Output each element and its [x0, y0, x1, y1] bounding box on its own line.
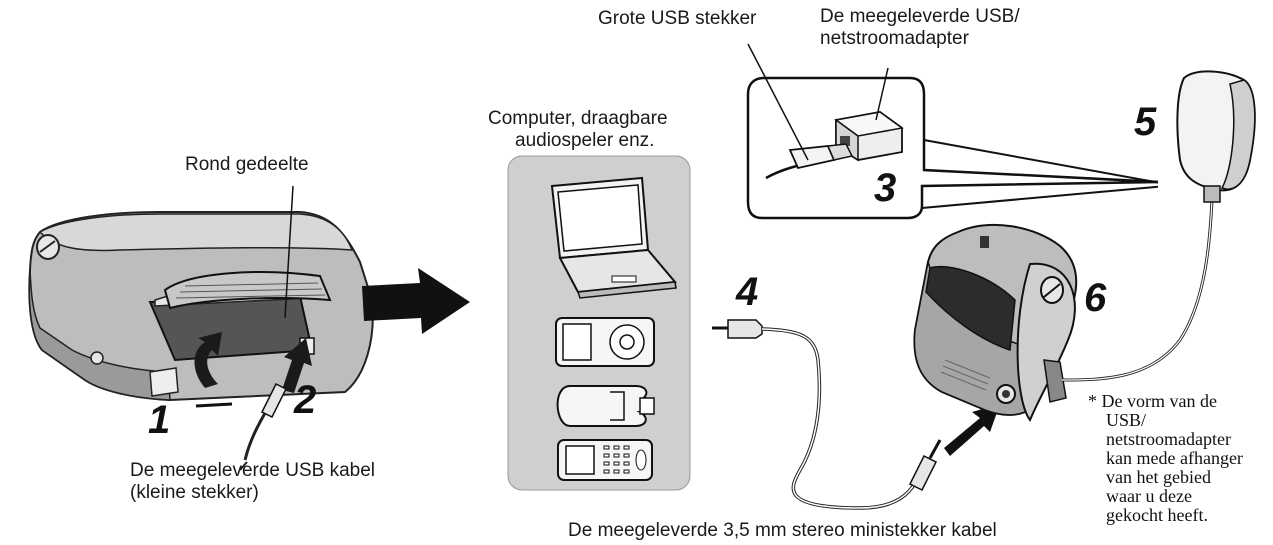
footnote-line-4: kan mede afhanger: [1106, 448, 1243, 468]
usb-adapter-label-line2: netstroomadapter: [820, 28, 969, 49]
footnote-line-5: van het gebied: [1106, 467, 1211, 487]
footnote-line-6: waar u deze: [1106, 486, 1192, 506]
step-2-number: 2: [294, 378, 317, 422]
computer-label-line1: Computer, draagbare: [488, 108, 668, 129]
computer-label-line2: audiospeler enz.: [515, 130, 655, 151]
media-player-icon: [555, 317, 655, 367]
usb-stick-icon: [556, 385, 655, 427]
step-5-number: 5: [1134, 100, 1157, 144]
large-usb-plug-label: Grote USB stekker: [598, 8, 757, 29]
usb-cable-label-line2: (kleine stekker): [130, 482, 259, 503]
round-part-label: Rond gedeelte: [185, 154, 309, 175]
adapter-cable: [1061, 199, 1214, 382]
phone-icon: [557, 439, 653, 481]
speaker-front-icon: [913, 223, 1078, 423]
step-1-number: 1: [148, 398, 171, 442]
laptop-icon: [550, 176, 677, 299]
speaker-back-icon: [28, 185, 374, 471]
stereo-cable: [712, 319, 942, 510]
footnote-line-2: USB/: [1106, 410, 1147, 430]
step-6-number: 6: [1084, 276, 1107, 320]
big-arrow-icon: [362, 268, 470, 334]
stereo-cable-label: De meegeleverde 3,5 mm stereo ministekke…: [568, 520, 997, 541]
footnote-line-7: gekocht heeft.: [1106, 505, 1208, 525]
step-4-number: 4: [736, 270, 759, 314]
usb-cable-label-line1: De meegeleverde USB kabel: [130, 460, 376, 481]
callout-box: [746, 43, 1172, 220]
usb-adapter-label-line1: De meegeleverde USB/: [820, 6, 1020, 27]
step-3-number: 3: [874, 166, 897, 210]
footnote-line-3: netstroomadapter: [1106, 429, 1231, 449]
usb-adapter-icon: [1176, 70, 1256, 203]
footnote-line-1: * De vorm van de: [1088, 391, 1217, 411]
insert-arrow-icon: [944, 404, 1000, 456]
